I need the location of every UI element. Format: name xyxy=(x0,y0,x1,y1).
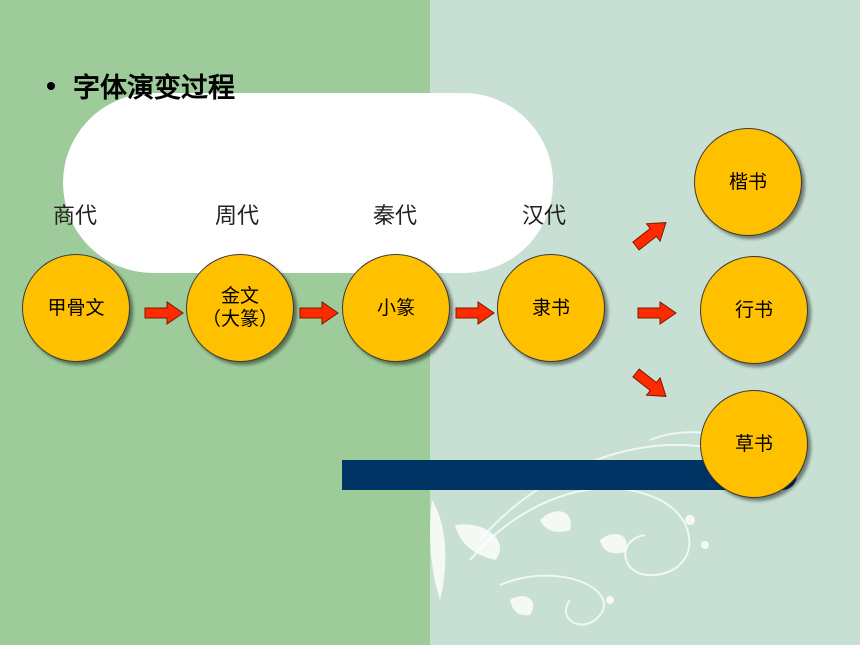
arrow-right-icon xyxy=(144,301,184,325)
node-kaishu: 楷书 xyxy=(694,128,802,236)
node-xingshu-label: 行书 xyxy=(734,298,773,321)
node-jinwen-text: 金文 （大篆） xyxy=(202,285,278,331)
node-xingshu: 行书 xyxy=(700,256,808,364)
white-banner-shape xyxy=(63,93,553,273)
node-jiaguwen-label: 甲骨文 xyxy=(47,296,105,319)
node-lishu: 隶书 xyxy=(497,254,605,362)
arrow-right-icon xyxy=(455,301,495,325)
arrow-down-right-icon xyxy=(632,368,667,397)
node-jiaguwen: 甲骨文 xyxy=(22,254,130,362)
node-lishu-label: 隶书 xyxy=(531,296,570,319)
node-xiaozhuan: 小篆 xyxy=(342,254,450,362)
era-label-zhou: 周代 xyxy=(215,204,260,229)
era-label-shang: 商代 xyxy=(53,204,98,229)
arrow-up-right-icon xyxy=(632,222,667,251)
heading-bullet: 字体演变过程 xyxy=(47,66,235,105)
node-jinwen-label: 金文 xyxy=(220,285,259,308)
node-caoshu-label: 草书 xyxy=(734,432,773,455)
era-label-han: 汉代 xyxy=(522,204,567,229)
node-jinwen-sublabel: （大篆） xyxy=(201,308,278,330)
arrow-right-icon xyxy=(637,301,677,325)
era-label-qin: 秦代 xyxy=(373,204,418,229)
bullet-dot xyxy=(47,81,55,90)
node-caoshu: 草书 xyxy=(700,390,808,498)
node-xiaozhuan-label: 小篆 xyxy=(376,296,415,319)
node-jinwen: 金文 （大篆） xyxy=(186,254,294,362)
node-kaishu-label: 楷书 xyxy=(728,170,767,193)
heading-text: 字体演变过程 xyxy=(73,73,235,104)
arrow-right-icon xyxy=(299,301,339,325)
